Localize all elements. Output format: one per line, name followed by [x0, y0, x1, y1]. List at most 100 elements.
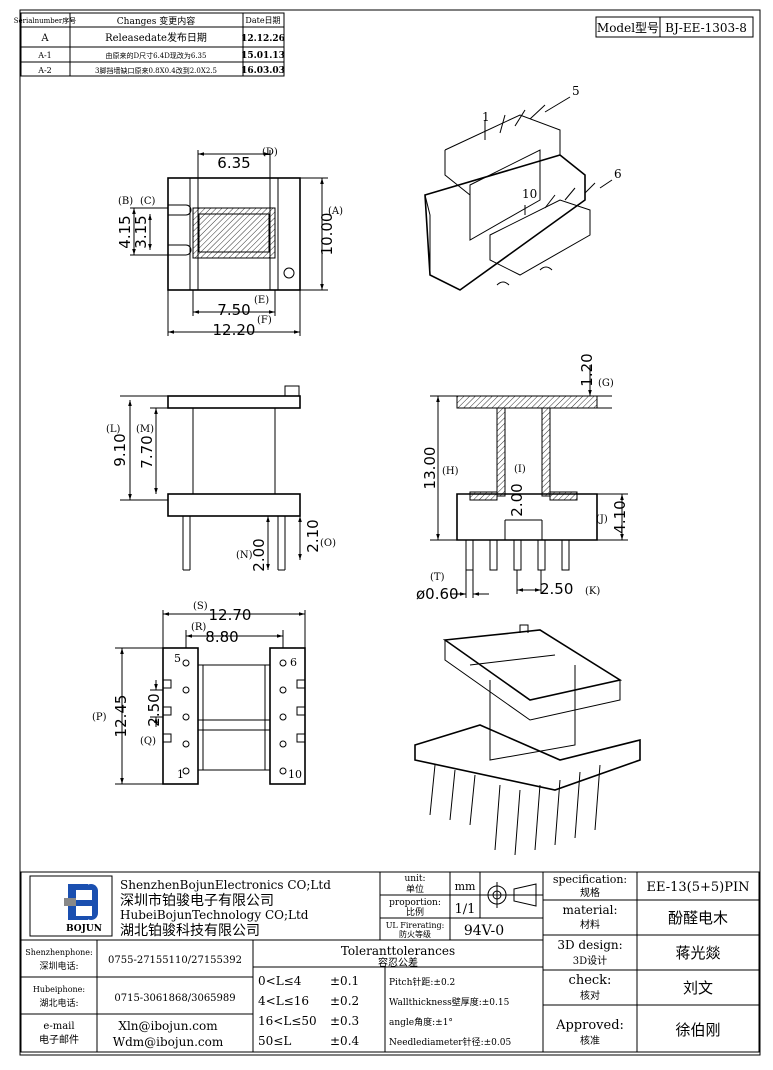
logo-text: BOJUN [66, 924, 102, 934]
dim-n: 2.00 [250, 538, 268, 571]
top-view: 6.35 (D) 10.00 (A) 4.15 (B) 3.15 (C) 7.5… [116, 147, 343, 339]
dim-b: 4.15 [116, 215, 134, 248]
dim-e: 7.50 [217, 301, 250, 319]
email-1: Xln@ibojun.com [118, 1019, 218, 1033]
dim-i: 2.00 [508, 483, 526, 516]
ul-value: 94V-0 [464, 923, 504, 939]
sz-phone-cn: 深圳电话: [39, 960, 78, 972]
ul-label: UL Firerating: [386, 921, 445, 930]
company-en-2: HubeiBojunTechnology CO;Ltd [120, 908, 309, 922]
bottom-pin-5: 5 [174, 652, 181, 665]
proportion-cn: 比例 [406, 906, 424, 918]
dim-b-tag: (B) [118, 196, 133, 207]
proportion-value: 1/1 [455, 902, 476, 917]
dim-a: 10.00 [318, 213, 336, 256]
iso-pin-5: 5 [572, 84, 580, 98]
dim-e-tag: (E) [254, 295, 269, 306]
spec-value: EE-13(5+5)PIN [647, 880, 750, 895]
dim-k: 2.50 [540, 580, 573, 598]
sz-phone: 0755-27155110/27155392 [108, 955, 242, 966]
rev-header-date: Date日期 [245, 16, 280, 25]
email-2: Wdm@ibojun.com [113, 1035, 224, 1049]
tol-pitch: Pitch针距:±0.2 [389, 976, 455, 988]
rev-row-3-change: 3脚挡墙缺口原来0.8X0.4改到2.0X2.5 [95, 66, 217, 75]
tol-title: Toleranttolerances [341, 944, 455, 958]
rev-header-changes: Changes 变更内容 [117, 15, 195, 27]
section-view: 1.20 (G) 13.00 (H) 2.00 (I) 4.10 (J) ø0.… [416, 353, 629, 603]
email-cn: 电子邮件 [39, 1033, 79, 1046]
design-cn: 3D设计 [573, 954, 607, 967]
tol-row-4-value: ±0.4 [330, 1034, 360, 1048]
tol-angle: angle角度:±1° [389, 1016, 453, 1028]
bottom-pin-holes [163, 659, 305, 775]
company-en-1: ShenzhenBojunElectronics CO;Ltd [120, 878, 331, 892]
dim-h-tag: (H) [442, 466, 459, 477]
tol-needle: Needlediameter针径:±0.05 [389, 1036, 511, 1048]
tol-row-2-range: 4<L≤16 [258, 994, 309, 1008]
material-value: 酚醛电木 [668, 909, 728, 927]
unit-label: unit: [404, 874, 425, 884]
dim-k-tag: (K) [585, 586, 600, 597]
sheet-border [19, 9, 761, 1056]
tol-row-1-range: 0<L≤4 [258, 974, 302, 988]
tol-row-3-range: 16<L≤50 [258, 1014, 317, 1028]
dim-q: 2.50 [145, 693, 163, 726]
dim-n-tag: (N) [236, 550, 253, 561]
rev-row-3-date: 16.03.03 [241, 66, 285, 76]
dim-r: 8.80 [205, 628, 238, 646]
dim-l: 9.10 [111, 433, 129, 466]
iso-pins-top [484, 96, 613, 215]
rev-header-serial: Serialnumber序号 [14, 16, 77, 25]
bottom-pin-6: 6 [290, 656, 297, 669]
check-cn: 核对 [580, 989, 600, 1002]
dim-a-tag: (A) [328, 206, 343, 217]
dim-d-tag: (D) [262, 147, 278, 158]
dim-m-tag: (M) [136, 424, 154, 435]
dim-q-tag: (Q) [140, 736, 156, 747]
hb-phone-label: Hubeiphone: [33, 985, 85, 994]
check-value: 刘文 [683, 979, 713, 997]
hb-phone-cn: 湖北电话: [39, 997, 78, 1009]
approved-value: 徐伯刚 [675, 1021, 720, 1039]
check-label: check: [569, 973, 612, 988]
hb-phone: 0715-3061868/3065989 [114, 993, 235, 1004]
tol-row-2-value: ±0.2 [330, 994, 359, 1008]
design-label: 3D design: [557, 938, 622, 952]
tol-row-4-range: 50≤L [258, 1034, 291, 1048]
dim-r-tag: (R) [191, 622, 206, 633]
dim-j-tag: (J) [596, 514, 608, 525]
rev-row-2-date: 15.01.13 [241, 51, 285, 61]
dim-s: 12.70 [209, 606, 252, 624]
rev-row-2-change: 由原来的D尺寸6.4D现改为6.35 [106, 51, 207, 60]
dim-t: ø0.60 [416, 585, 459, 603]
rev-row-1-change: Releasedate发布日期 [105, 31, 207, 44]
dim-t-tag: (T) [430, 572, 445, 583]
section-pins [465, 539, 570, 571]
dim-o: 2.10 [304, 519, 322, 552]
approved-label: Approved: [555, 1018, 624, 1033]
material-cn: 材料 [580, 918, 600, 931]
dim-p: 12.45 [112, 695, 130, 738]
proportion-label: proportion: [389, 898, 441, 908]
iso-view-bottom [414, 624, 641, 856]
dim-f-tag: (F) [257, 315, 272, 326]
tol-cn: 容忍公差 [378, 956, 418, 969]
dim-g-tag: (G) [598, 378, 614, 389]
model-label: Model型号 [597, 21, 659, 35]
tol-row-1-value: ±0.1 [330, 974, 359, 988]
iso-pin-1: 1 [482, 110, 490, 124]
tol-wall: Wallthickness壁厚度:±0.15 [389, 996, 510, 1008]
bojun-logo: BOJUN [64, 884, 102, 934]
dim-h: 13.00 [421, 447, 439, 490]
bottom-pin-10: 10 [288, 768, 302, 781]
ul-cn: 防火等级 [399, 929, 431, 939]
dim-c-tag: (C) [140, 196, 156, 207]
company-cn-1: 深圳市铂骏电子有限公司 [120, 892, 274, 909]
design-value: 蒋光燚 [675, 944, 720, 962]
title-block: BOJUN ShenzhenBojunElectronics CO;Ltd 深圳… [20, 871, 760, 1053]
bottom-view: 5 6 1 10 12.70 (S) 8.80 (R) 12.45 (P) 2.… [92, 601, 306, 785]
projection-symbol [484, 882, 537, 908]
company-cn-2: 湖北铂骏科技有限公司 [120, 923, 260, 939]
dim-l-tag: (L) [106, 424, 121, 435]
